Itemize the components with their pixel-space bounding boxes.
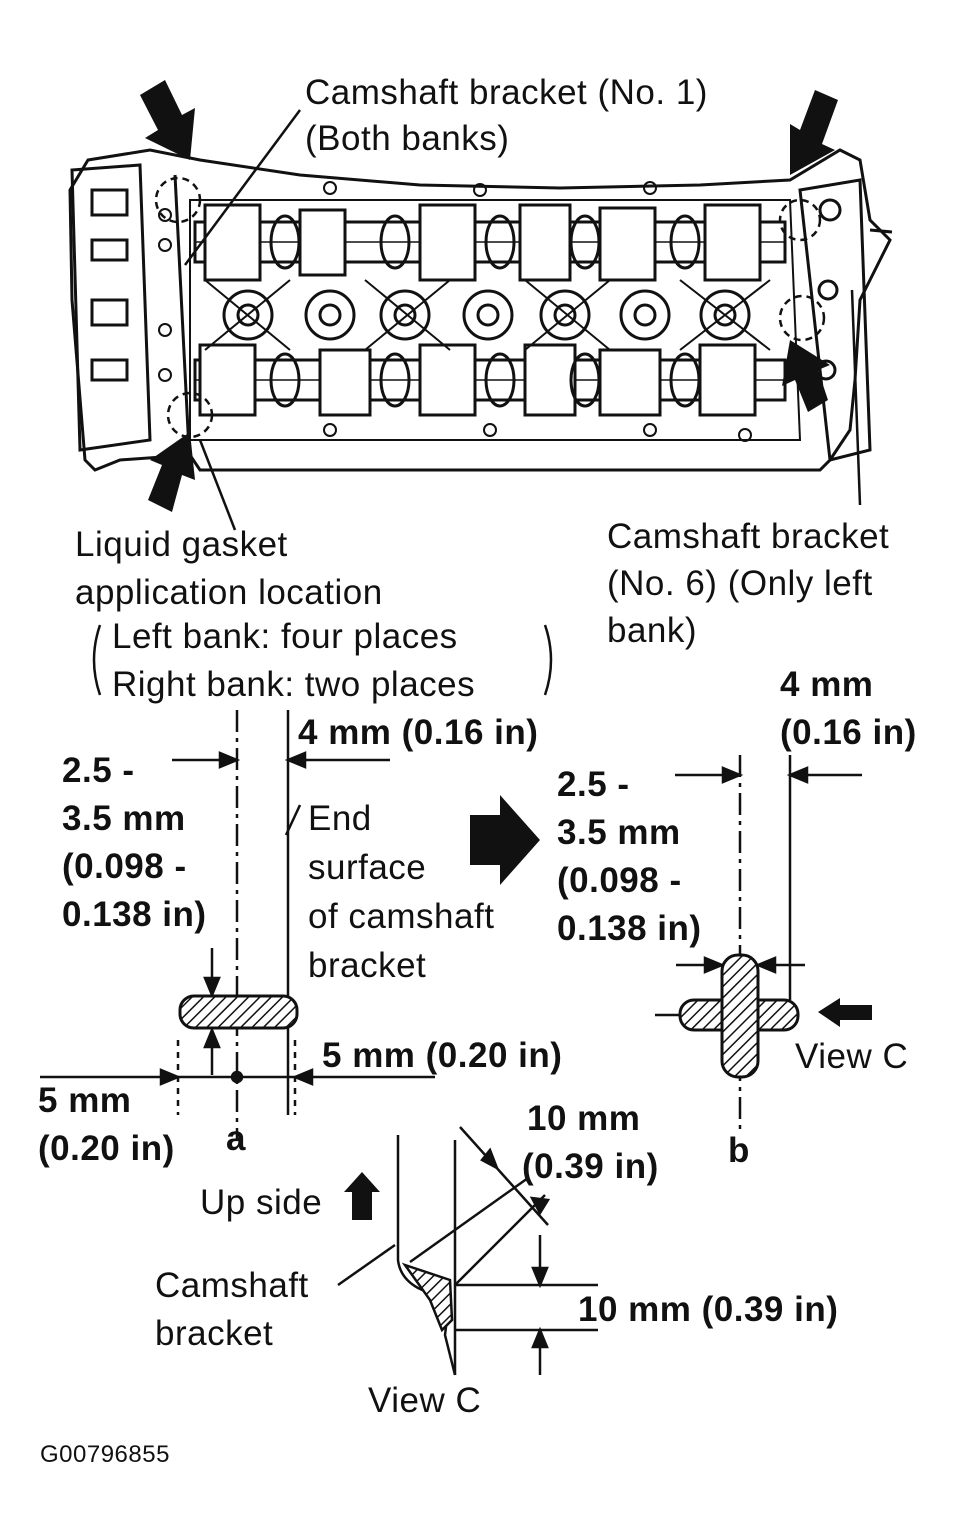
- up-side-label: Up side: [200, 1183, 323, 1222]
- figure-id: G00796855: [40, 1441, 170, 1468]
- dim-bead-b-1: 2.5 -: [557, 765, 630, 804]
- gasket-location-label-2: application location: [75, 573, 383, 612]
- dim-10mm-diag-2: (0.39 in): [522, 1147, 659, 1186]
- bracket-no6-label-2: (No. 6) (Only left: [607, 564, 873, 603]
- bead-detail-b: [655, 755, 862, 1135]
- dim-4mm-b: 4 mm: [780, 665, 874, 704]
- dim-4mm-a: 4 mm (0.16 in): [298, 713, 539, 752]
- gasket-location-arrows: [140, 80, 838, 512]
- dim-10mm-diag: 10 mm: [527, 1099, 641, 1138]
- point-a-label: a: [226, 1119, 246, 1158]
- dim-bead-a-1: 2.5 -: [62, 751, 135, 790]
- view-c-label: View C: [795, 1037, 909, 1076]
- end-surface-label-2: surface: [308, 848, 427, 887]
- dim-bead-a-2: 3.5 mm: [62, 799, 186, 838]
- camshaft-bracket-label: Camshaft: [155, 1266, 309, 1305]
- point-b-label: b: [728, 1131, 750, 1170]
- bracket-no6-label: Camshaft bracket: [607, 517, 890, 556]
- dim-bead-a-3: (0.098 -: [62, 847, 187, 886]
- dim-bead-a-4: 0.138 in): [62, 895, 207, 934]
- transition-arrow: [470, 795, 540, 885]
- right-bank-note: Right bank: two places: [112, 665, 476, 704]
- dim-bead-b-2: 3.5 mm: [557, 813, 681, 852]
- dim-4mm-b-2: (0.16 in): [780, 713, 917, 752]
- end-surface-label-3: of camshaft: [308, 897, 495, 936]
- bracket-no1-sublabel: (Both banks): [305, 119, 510, 158]
- bead-detail-a: [40, 710, 435, 1140]
- end-surface-label: End: [308, 799, 372, 838]
- gasket-location-label: Liquid gasket: [75, 525, 288, 564]
- camshaft-bracket-label-2: bracket: [155, 1314, 274, 1353]
- view-c-title: View C: [368, 1381, 482, 1420]
- view-c-arrow: [818, 998, 872, 1027]
- dim-bead-b-3: (0.098 -: [557, 861, 682, 900]
- dim-5mm-left: 5 mm: [38, 1081, 132, 1120]
- view-c-profile: [396, 1126, 598, 1376]
- up-side-arrow: [344, 1172, 380, 1220]
- dim-5mm-right: 5 mm (0.20 in): [322, 1036, 563, 1075]
- bank-note-braces: [92, 624, 553, 696]
- cylinder-head-illustration: [68, 148, 893, 472]
- bracket-no6-label-3: bank): [607, 611, 698, 650]
- left-bank-note: Left bank: four places: [112, 617, 458, 656]
- bracket-no1-label: Camshaft bracket (No. 1): [305, 73, 708, 112]
- dim-bead-b-4: 0.138 in): [557, 909, 702, 948]
- leader-lines: [183, 109, 862, 1287]
- dim-5mm-left-2: (0.20 in): [38, 1129, 175, 1168]
- end-surface-label-4: bracket: [308, 946, 427, 985]
- dim-10mm-vert: 10 mm (0.39 in): [578, 1290, 839, 1329]
